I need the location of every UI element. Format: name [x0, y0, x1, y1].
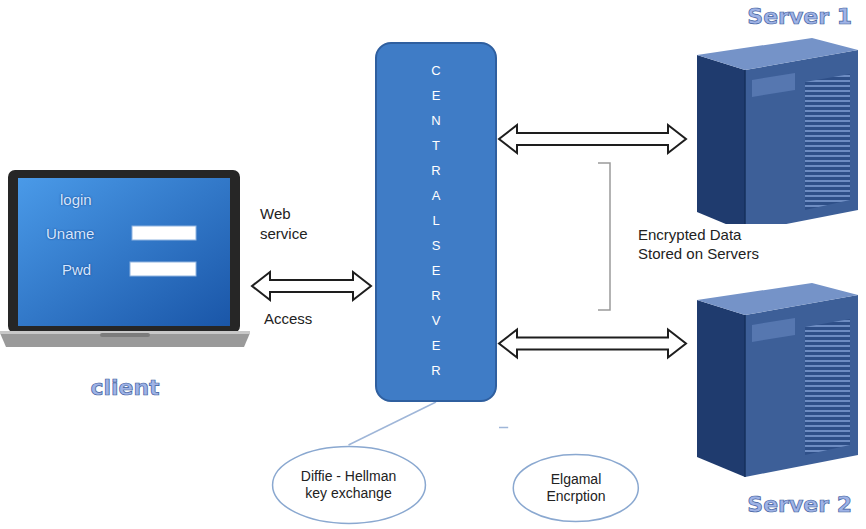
node-text: CENTRAL SERVER: [430, 58, 443, 383]
edge-note: Access: [262, 308, 314, 329]
client-laptop: client: [0, 170, 250, 402]
process-ellipse: Diffie - Hellman key exchange: [271, 445, 427, 525]
screen-label: login: [60, 190, 92, 209]
laptop-illustration: [0, 170, 250, 347]
bracket-label: Encrypted Data Stored on Servers: [636, 224, 790, 264]
screen-label: Uname: [46, 224, 94, 243]
node-text: Server 2: [747, 492, 852, 517]
edge-label: Web service: [258, 203, 342, 245]
bracket: [598, 163, 610, 310]
server-box: Server 1: [690, 0, 862, 236]
server-illustration: [697, 38, 858, 232]
double-arrow: [499, 125, 686, 153]
double-arrow: [252, 272, 371, 300]
double-arrow: [499, 330, 686, 358]
link-line: [349, 402, 437, 445]
node-text: Diffie - Hellman key exchange: [299, 468, 399, 502]
node-text: Server 1: [747, 4, 852, 29]
screen-label: Pwd: [62, 260, 91, 279]
link-line: [499, 427, 508, 429]
server-box: Server 2: [690, 285, 862, 523]
central-server: CENTRAL SERVER: [375, 42, 497, 402]
node-text: client: [90, 375, 159, 400]
server-illustration: [697, 283, 858, 477]
node-text: Elgamal Encrption: [536, 471, 616, 505]
process-ellipse: Elgamal Encrption: [512, 453, 640, 523]
